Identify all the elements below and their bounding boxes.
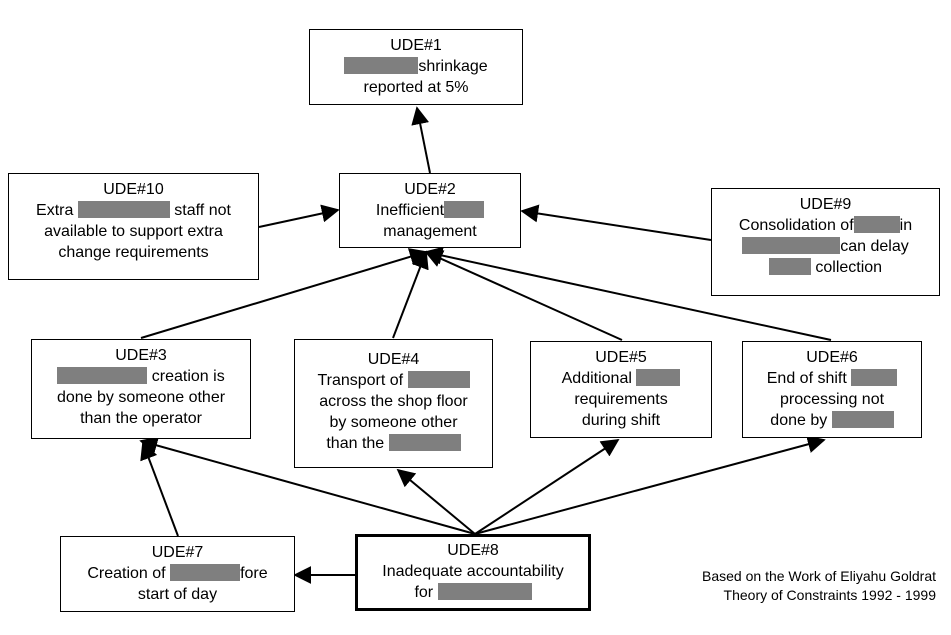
redaction-block bbox=[388, 434, 461, 451]
redaction-block bbox=[851, 369, 898, 386]
node-ude5-line1: Additional bbox=[561, 370, 632, 387]
attribution-line1: Based on the Work of Eliyahu Goldrat bbox=[702, 568, 936, 584]
node-ude4-line4: than the bbox=[326, 435, 385, 452]
node-ude9-line2: can delay bbox=[840, 238, 909, 255]
node-ude9-line1: Consolidation of bbox=[738, 217, 854, 234]
redaction-block bbox=[444, 201, 485, 218]
node-ude6-title: UDE#6 bbox=[806, 349, 858, 366]
node-ude6-line1: End of shift bbox=[766, 370, 847, 387]
node-ude10-line2: available to support extra bbox=[44, 223, 223, 240]
redaction-block bbox=[437, 583, 532, 600]
node-ude4-line3: by someone other bbox=[329, 414, 458, 431]
node-ude2-line1: Inefficient bbox=[375, 202, 445, 219]
arrow-ude7-to-ude3 bbox=[140, 441, 179, 537]
node-ude3: UDE#3 creation is done by someone other … bbox=[31, 339, 251, 439]
node-ude10-line3: change requirements bbox=[58, 244, 209, 261]
arrow-ude2-to-ude1 bbox=[411, 106, 431, 174]
arrow-ude5-to-ude2 bbox=[424, 250, 623, 341]
node-ude7-title: UDE#7 bbox=[151, 544, 204, 561]
redaction-block bbox=[768, 258, 811, 275]
node-ude3-line2: done by someone other bbox=[56, 389, 226, 406]
arrow-ude4-to-ude2 bbox=[392, 250, 429, 339]
node-ude9-title: UDE#9 bbox=[799, 196, 852, 213]
node-ude1: UDE#1 shrinkage reported at 5% bbox=[309, 29, 523, 105]
node-ude5-title: UDE#5 bbox=[595, 349, 647, 366]
node-ude6-line2: processing not bbox=[779, 391, 885, 408]
node-ude2: UDE#2 Inefficient management bbox=[339, 173, 521, 248]
attribution-note: Based on the Work of Eliyahu Goldrat The… bbox=[702, 567, 936, 605]
node-ude9-line3: collection bbox=[815, 259, 883, 276]
node-ude7-line2: start of day bbox=[137, 586, 218, 603]
node-ude8: UDE#8 Inadequate accountability for bbox=[355, 534, 591, 611]
redaction-block bbox=[170, 564, 241, 581]
node-ude5: UDE#5 Additional requirements during shi… bbox=[530, 341, 712, 438]
node-ude1-title: UDE#1 bbox=[390, 37, 442, 54]
arrow-ude8-to-ude4 bbox=[396, 468, 476, 535]
redaction-block bbox=[742, 237, 841, 254]
node-ude10-line1: Extra bbox=[36, 202, 74, 219]
attribution-line2: Theory of Constraints 1992 - 1999 bbox=[723, 587, 936, 603]
redaction-block bbox=[77, 201, 170, 218]
node-ude2-line2: management bbox=[383, 223, 477, 240]
node-ude4-line1: Transport of bbox=[317, 372, 404, 389]
redaction-block bbox=[853, 216, 900, 233]
node-ude6: UDE#6 End of shift processing not done b… bbox=[742, 341, 922, 438]
node-ude5-line2: requirements bbox=[574, 391, 668, 408]
node-ude8-title: UDE#8 bbox=[447, 542, 499, 559]
arrow-ude10-to-ude2 bbox=[258, 204, 340, 228]
node-ude3-line3: than the operator bbox=[80, 410, 202, 427]
node-ude3-line1: creation is bbox=[151, 368, 225, 385]
node-ude7-line1b: fore bbox=[240, 565, 268, 582]
node-ude8-line2: for bbox=[414, 584, 434, 601]
node-ude10: UDE#10 Extra staff not available to supp… bbox=[8, 173, 259, 280]
node-ude7: UDE#7 Creation of fore start of day bbox=[60, 536, 295, 612]
node-ude10-line1b: staff not bbox=[174, 202, 231, 219]
redaction-block bbox=[57, 367, 148, 384]
arrow-ude6-to-ude2 bbox=[424, 246, 832, 341]
arrow-ude9-to-ude2 bbox=[520, 204, 712, 241]
arrow-ude8-to-ude6 bbox=[474, 435, 826, 535]
node-ude4-line2: across the shop floor bbox=[319, 393, 468, 410]
arrow-ude3-to-ude2 bbox=[140, 248, 428, 339]
node-ude4: UDE#4 Transport of across the shop floor… bbox=[294, 339, 493, 468]
node-ude4-title: UDE#4 bbox=[367, 351, 420, 368]
node-ude10-title: UDE#10 bbox=[103, 181, 164, 198]
node-ude5-line3: during shift bbox=[581, 412, 661, 429]
redaction-block bbox=[407, 371, 470, 388]
node-ude6-line3: done by bbox=[770, 412, 828, 429]
node-ude9: UDE#9 Consolidation of in can delay colle… bbox=[711, 188, 940, 296]
redaction-block bbox=[636, 369, 681, 386]
node-ude2-title: UDE#2 bbox=[404, 181, 456, 198]
redaction-block bbox=[344, 57, 419, 74]
node-ude8-line1: Inadequate accountability bbox=[382, 563, 564, 580]
node-ude3-title: UDE#3 bbox=[115, 347, 167, 364]
redaction-block bbox=[831, 411, 894, 428]
node-ude1-line2: reported at 5% bbox=[363, 79, 469, 96]
node-ude1-line1: shrinkage bbox=[418, 58, 488, 75]
node-ude9-line1b: in bbox=[899, 217, 913, 234]
node-ude7-line1: Creation of bbox=[87, 565, 166, 582]
arrow-ude8-to-ude3 bbox=[139, 436, 476, 535]
arrow-ude8-to-ude5 bbox=[474, 439, 620, 535]
